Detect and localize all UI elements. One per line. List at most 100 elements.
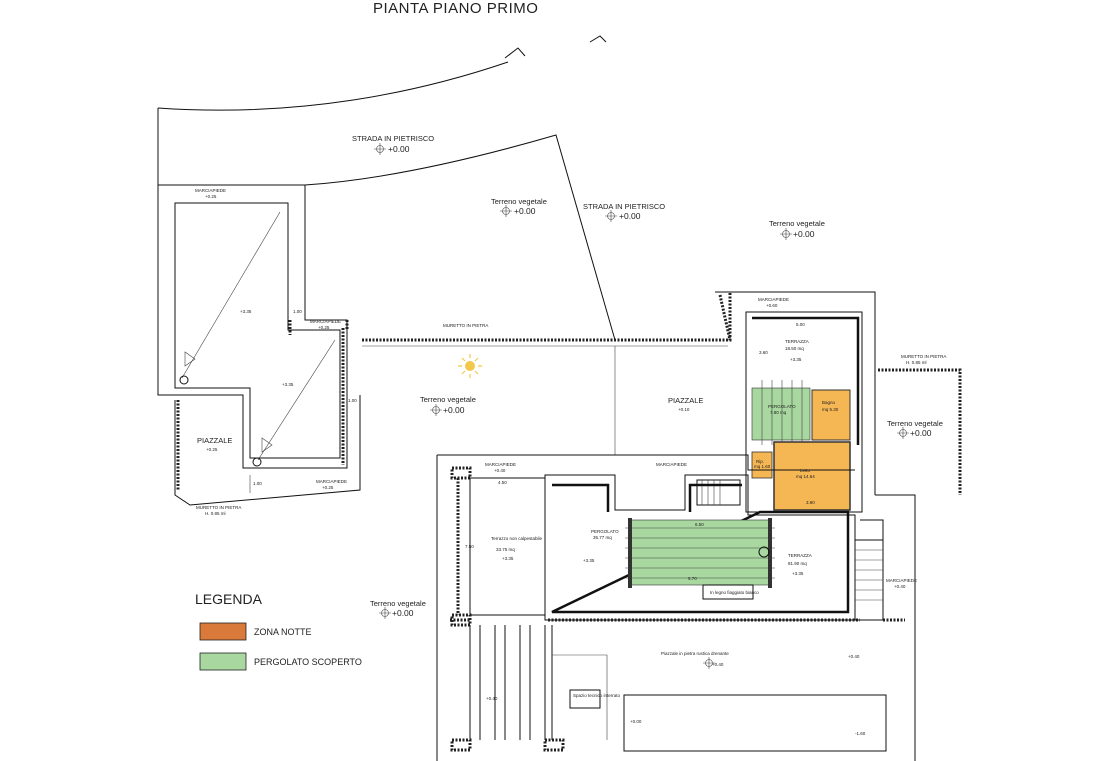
dimension-label: 1.00 [293, 309, 302, 314]
terreno-level: +0.00 [392, 608, 414, 618]
pergolato-big [629, 519, 771, 586]
house-outer-top [437, 454, 855, 471]
bagno-area: mq 5.30 [822, 407, 839, 412]
muretto-label: MURETTO IN PIETRA [901, 354, 946, 359]
stone-wall-d [718, 294, 732, 341]
tiny-box-label: Spazio tecnico interrato [573, 693, 621, 698]
terrace-top-outline [752, 316, 860, 445]
marciapiede-label: MARCIAPIEDE [195, 188, 226, 193]
marciapiede-level: +0.25 [318, 325, 330, 330]
dimension-label: 3.90 [806, 500, 815, 505]
north-arrow-icon [504, 47, 526, 59]
strada-label: STRADA IN PIETRISCO [352, 134, 434, 143]
legno-label: In legno fiaggiato bianco [710, 590, 759, 595]
level-label: +3.35 [282, 382, 294, 387]
ramp-marker-1 [179, 375, 189, 385]
dimension-label: 6.50 [695, 522, 704, 527]
pergolato-area: 7.80 mq [770, 410, 787, 415]
pergolato-area: 35.77 mq [593, 535, 612, 540]
marciapiede-level: +0.25 [205, 194, 217, 199]
pergolato-label: PERGOLATO [768, 404, 796, 409]
terrazza-level: +3.35 [790, 357, 802, 362]
pillar [450, 738, 472, 752]
terrazza-label: TERRAZZA [788, 553, 812, 558]
pergolato-level: +3.35 [583, 558, 595, 563]
terreno-label: Terreno vegetale [887, 419, 943, 428]
terreno-level: +0.00 [793, 229, 815, 239]
piazzale-level: +0.10 [678, 407, 690, 412]
piazzale-drenante-label: Piazzale in pietra rustica drenante [661, 651, 729, 656]
terreno-level: +0.00 [443, 405, 465, 415]
terrazzo-level: +3.35 [502, 556, 514, 561]
fixture-icon [758, 546, 770, 558]
ramp-line-2 [257, 339, 336, 461]
piazzale-drenante-level: +0.40 [712, 662, 724, 667]
level-label: +0.40 [848, 654, 860, 659]
level-marker-icon [374, 143, 909, 669]
dimension-label: 3.60 [759, 350, 768, 355]
ramp-marker-2 [252, 457, 262, 467]
strada-level: +0.00 [388, 144, 410, 154]
piazzale-level: +0.25 [206, 447, 218, 452]
strada-label-2: STRADA IN PIETRISCO [583, 202, 665, 211]
level-label: +0.40 [486, 696, 498, 701]
ramp-arrow [261, 437, 273, 453]
tiny-box [569, 689, 601, 709]
muretto-height: H. 0.85 ml [906, 360, 927, 365]
marciapiede-label: MARCIAPIEDE [886, 578, 917, 583]
terreno-label: Terreno vegetale [491, 197, 547, 206]
bagno-label: Bagno [822, 400, 836, 405]
level-label: +3.35 [240, 309, 252, 314]
terreno-level: +0.00 [910, 428, 932, 438]
marciapiede-level: +0.40 [494, 468, 506, 473]
strada-level-2: +0.00 [619, 211, 641, 221]
marciapiede-label: MARCIAPIEDE [656, 462, 687, 467]
dimension-label: 5.70 [688, 576, 697, 581]
rip-label: Rip. [756, 459, 764, 464]
pergola-post [768, 518, 772, 588]
bagno-room [811, 389, 851, 441]
pergolato-label: PERGOLATO [591, 529, 619, 534]
north-arrow-icon-2 [589, 35, 607, 43]
stone-wall-a [288, 320, 349, 335]
dimension-label: 5.00 [796, 322, 805, 327]
rip-room [751, 451, 773, 479]
piazzale-left-outline [174, 395, 361, 506]
level-label: -1.60 [855, 731, 866, 736]
marciapiede-level: +0.40 [894, 584, 906, 589]
legend-label-pergolato: PERGOLATO SCOPERTO [254, 657, 362, 667]
pergola-post [628, 518, 632, 588]
stone-wall-right [878, 368, 962, 495]
legno-box [702, 584, 754, 600]
terreno-label: Terreno vegetale [370, 599, 426, 608]
terreno-label: Terreno vegetale [420, 395, 476, 404]
terreno-label: Terreno vegetale [769, 219, 825, 228]
legend-swatch-pergolato [199, 652, 247, 671]
piazzale-label: PIAZZALE [197, 436, 232, 445]
right-building-outline [715, 291, 876, 495]
level-label: +0.00 [630, 719, 642, 724]
terrazzo-label: Terrazzo non calpestabile [491, 536, 543, 541]
dimension-label: 1.00 [253, 481, 262, 486]
marciapiede-level: +0.25 [322, 485, 334, 490]
tech-area [552, 654, 608, 740]
legend-title: LEGENDA [195, 591, 263, 607]
letto-area: mq 14.64 [796, 474, 815, 479]
pillar [450, 466, 472, 480]
dimension-label: 4.50 [498, 480, 507, 485]
main-block-inner [551, 483, 850, 614]
muretto-label: MURETTO IN PIETRA [196, 505, 241, 510]
road-edge-top [157, 61, 509, 111]
muretto-height: H. 0.85 ml [205, 511, 226, 516]
right-boundary [875, 494, 916, 761]
marciapiede-label: MARCIAPIEDE [310, 319, 341, 324]
rip-area: mq 1.60 [754, 464, 771, 469]
legend-swatch-zona-notte [199, 622, 247, 641]
terrazza-label: TERRAZZA [785, 339, 809, 344]
terrazza-area: 81.90 mq [788, 561, 807, 566]
stairs-top [860, 519, 884, 540]
letto-label: Letto [800, 468, 811, 473]
stairs-small [696, 479, 741, 506]
legend-label-zona-notte: ZONA NOTTE [254, 627, 312, 637]
